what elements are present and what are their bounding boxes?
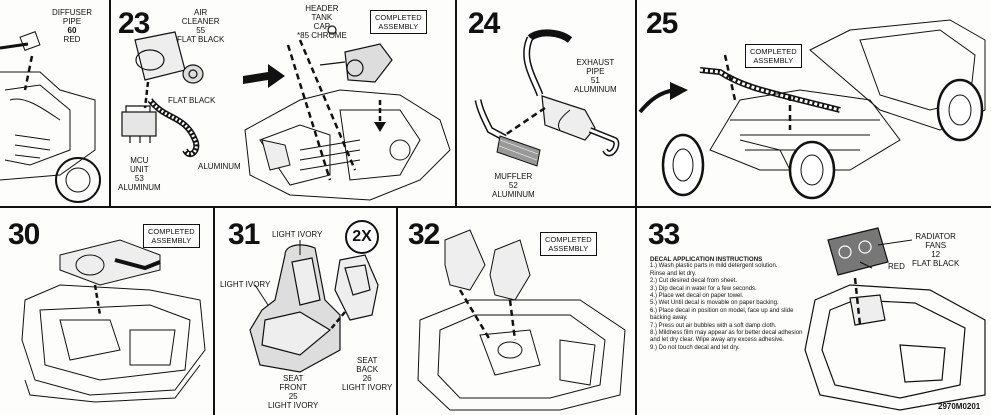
interior-drawing-32 bbox=[417, 229, 626, 411]
label-radiator-fans: RADIATOR FANS 12 FLAT BLACK bbox=[912, 232, 960, 268]
arrow-25-curve bbox=[638, 88, 676, 114]
label-flat-black: FLAT BLACK bbox=[168, 96, 216, 105]
dashed-guide-33 bbox=[853, 277, 862, 326]
completed-assembly-badge-30: COMPLETED ASSEMBLY bbox=[143, 224, 200, 248]
radiator-drawing-33 bbox=[804, 227, 986, 411]
label-red: RED bbox=[888, 262, 905, 271]
step-number-30: 30 bbox=[8, 218, 40, 251]
exhaust-drawing bbox=[523, 29, 620, 157]
dashed-guide-23a bbox=[143, 81, 150, 109]
seat-drawing-31 bbox=[249, 244, 379, 373]
dashed-guide-23c bbox=[298, 39, 357, 171]
decal-step: 2.) Cut desired decal from sheet. bbox=[650, 278, 738, 285]
completed-assembly-badge-32: COMPLETED ASSEMBLY bbox=[540, 232, 597, 256]
dashboard-drawing-30 bbox=[21, 239, 206, 403]
step-number-24: 24 bbox=[468, 7, 500, 40]
label-exhaust-pipe: EXHAUST PIPE 51 ALUMINUM bbox=[574, 58, 617, 94]
arrow-23 bbox=[243, 64, 285, 88]
label-seat-front: SEAT FRONT 25 LIGHT IVORY bbox=[268, 374, 319, 410]
engine-bay-23 bbox=[244, 89, 451, 201]
part-code: 2970M0201 bbox=[938, 402, 981, 411]
label-light-ivory-top: LIGHT IVORY bbox=[272, 230, 323, 239]
dashed-guide-22 bbox=[23, 55, 34, 91]
step-number-23: 23 bbox=[118, 7, 150, 40]
label-light-ivory-left: LIGHT IVORY bbox=[220, 280, 271, 289]
label-diffuser-pipe: DIFFUSER PIPE 60 RED bbox=[52, 8, 92, 44]
label-air-cleaner: AIR CLEANER 55 FLAT BLACK bbox=[177, 8, 225, 44]
label-muffler: MUFFLER 52 ALUMINUM bbox=[492, 172, 535, 199]
decal-instructions: DECAL APPLICATION INSTRUCTIONS 1.) Wash … bbox=[650, 256, 810, 352]
label-header-tank-cap: HEADER TANK CAP *85 CHROME bbox=[297, 4, 347, 40]
decal-step: 6.) Place decal in position on model, fa… bbox=[650, 307, 794, 314]
dashed-guide-32b bbox=[508, 299, 517, 341]
decal-step: 8.) Mildness film may appear as for bett… bbox=[650, 330, 803, 337]
decal-step: Rinse and let dry. bbox=[650, 270, 697, 277]
dashed-guide-30 bbox=[93, 284, 102, 316]
label-mcu-unit: MCU UNIT 53 ALUMINUM bbox=[118, 156, 161, 192]
decal-step: backing away. bbox=[650, 315, 688, 322]
decal-step: 9.) Do not touch decal and let dry. bbox=[650, 344, 740, 351]
decal-step: 1.) Wash plastic parts in mild detergent… bbox=[650, 263, 778, 270]
quantity-2x-badge: 2X bbox=[345, 220, 379, 254]
mcu-unit-drawing bbox=[121, 105, 157, 143]
step-number-25: 25 bbox=[646, 7, 678, 40]
decal-step: 4.) Place wet decal on paper towel. bbox=[650, 293, 744, 300]
chassis-drawing-25 bbox=[661, 19, 986, 200]
flat-black-hose bbox=[147, 98, 200, 158]
dashed-guide-25a bbox=[723, 54, 737, 101]
air-cleaner-drawing bbox=[134, 31, 204, 84]
step-number-31: 31 bbox=[228, 218, 260, 251]
step-number-33: 33 bbox=[648, 218, 680, 251]
dashed-guide-24 bbox=[504, 106, 546, 137]
engine-fragment-22 bbox=[0, 31, 101, 203]
label-aluminum: ALUMINUM bbox=[198, 162, 241, 171]
header-tank-drawing bbox=[319, 25, 393, 83]
decal-step: 3.) Dip decal in water for a few seconds… bbox=[650, 285, 757, 292]
decal-step: 5.) Wet Until decal is movable on paper … bbox=[650, 300, 779, 307]
dashed-guide-31 bbox=[329, 311, 346, 331]
decal-instructions-title: DECAL APPLICATION INSTRUCTIONS bbox=[650, 256, 763, 263]
decal-step: and let dry clear. Wipe away any excess … bbox=[650, 337, 785, 344]
label-seat-back: SEAT BACK 26 LIGHT IVORY bbox=[342, 356, 393, 392]
muffler-drawing bbox=[474, 99, 541, 167]
completed-assembly-badge-23: COMPLETED ASSEMBLY bbox=[370, 10, 427, 34]
decal-step: 7.) Press out air bubbles with a soft da… bbox=[650, 322, 777, 329]
completed-assembly-badge-25: COMPLETED ASSEMBLY bbox=[745, 44, 802, 68]
dashed-guide-23b bbox=[286, 44, 332, 181]
step-number-32: 32 bbox=[408, 218, 440, 251]
